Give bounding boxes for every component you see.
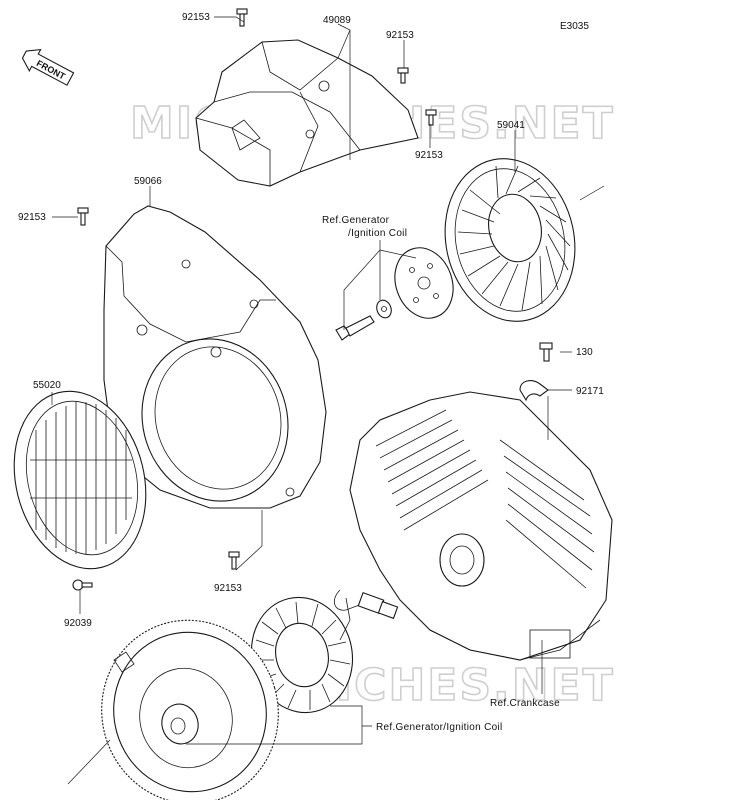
label-bolt-top-left: 92153 [182, 12, 210, 23]
front-arrow-icon: FRONT [21, 48, 75, 86]
cooling-fan-59041 [444, 158, 576, 322]
flywheel [101, 619, 279, 800]
leader-lines [51, 16, 605, 785]
label-fan: 59041 [497, 120, 525, 131]
label-bolt-left: 92153 [18, 212, 46, 223]
bolt-mid-right-icon [425, 109, 437, 126]
ref-generator-ignition-top-line2: /Ignition Coil [348, 228, 407, 239]
clamp-92171-icon [519, 380, 549, 402]
stator-coil [250, 596, 354, 714]
generator-plate [394, 247, 454, 319]
label-bolt-lower: 92153 [214, 583, 242, 594]
bolt-top-right-icon [397, 67, 409, 84]
connector-icon [333, 589, 399, 620]
label-shroud: 59066 [134, 176, 162, 187]
recoil-screen-55020 [13, 390, 147, 570]
bolt-130-icon [539, 342, 553, 362]
label-bolt-mid-right: 92153 [415, 150, 443, 161]
top-cover-49089 [195, 39, 419, 187]
label-bolt-130: 130 [576, 347, 593, 358]
engine-crankcase [349, 391, 613, 661]
screw-lower-left-icon [72, 579, 93, 591]
fan-shroud-59066 [103, 205, 327, 509]
generator-bolt-icon [335, 315, 375, 341]
bolt-lower-icon [228, 551, 240, 570]
label-cover-top: 49089 [323, 15, 351, 26]
ref-generator-ignition-top-line1: Ref.Generator [322, 215, 390, 226]
bolt-left-icon [77, 207, 89, 226]
washer-icon [376, 299, 392, 319]
label-bolt-top-right: 92153 [386, 30, 414, 41]
ref-crankcase: Ref.Crankcase [490, 698, 560, 709]
bolt-top-left-icon [236, 8, 248, 27]
ref-generator-ignition-bottom: Ref.Generator/Ignition Coil [376, 722, 503, 733]
label-screen: 55020 [33, 380, 61, 391]
diagram-code: E3035 [560, 21, 589, 32]
label-clamp: 92171 [576, 386, 604, 397]
label-screw-lower-left: 92039 [64, 618, 92, 629]
